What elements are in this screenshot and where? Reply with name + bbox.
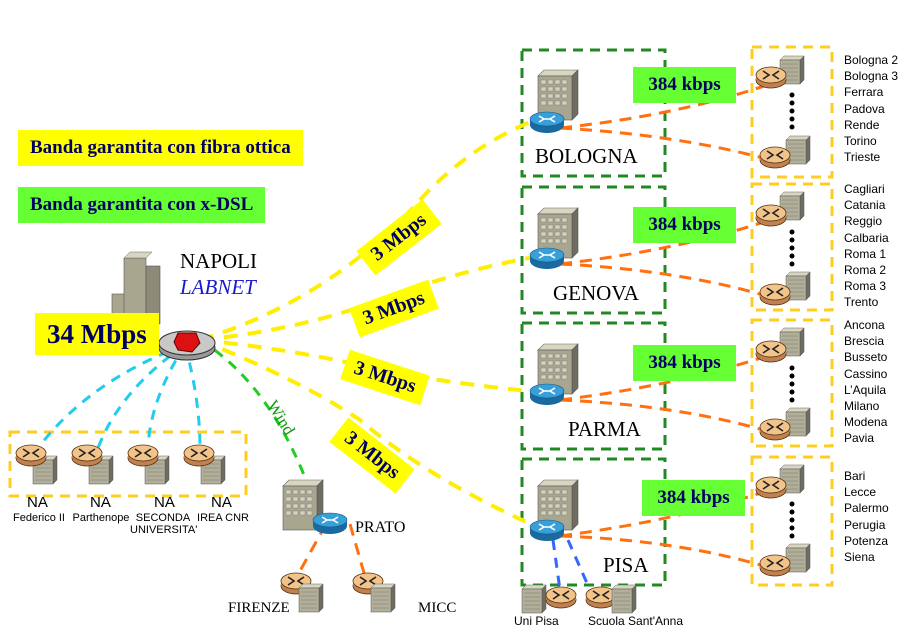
site-boxes (8, 45, 834, 587)
parma-box (520, 321, 667, 451)
napoli-site-prefix: NA (90, 494, 111, 511)
legend-dsl: Banda garantita con x-DSL (18, 187, 266, 223)
genova-sites-box (750, 182, 834, 312)
site-item: Brescia (844, 334, 885, 349)
genova-router-icon (529, 247, 565, 270)
site-item: Potenza (844, 533, 889, 548)
genova-label: GENOVA (553, 281, 639, 305)
prato-label: PRATO (355, 519, 406, 536)
parma-router-icon (529, 383, 565, 406)
napoli-site-prefix: NA (154, 494, 175, 511)
uni-pisa-label: Uni Pisa (514, 614, 559, 628)
site-item: Trento (844, 295, 879, 310)
site-item: Cagliari (844, 182, 885, 196)
site-item: Palermo (844, 501, 889, 516)
genova-box (520, 185, 667, 315)
legend-fiber: Banda garantita con fibra ottica (18, 130, 303, 166)
site-item: Modena (844, 415, 888, 430)
site-item: Catania (844, 198, 886, 213)
node-boxes (520, 48, 667, 587)
hub-bandwidth: 34 Mbps (35, 313, 159, 355)
labnet-label: LABNET (180, 275, 256, 299)
site-item: Padova (844, 101, 885, 116)
site-item: Calbaria (844, 230, 889, 245)
site-item: Busseto (844, 350, 888, 365)
firenze-label: FIRENZE (228, 600, 290, 616)
napoli-site-name: Parthenope (72, 512, 130, 524)
napoli-site-icons (15, 444, 226, 485)
site-item: Bari (844, 469, 866, 483)
bologna-label: BOLOGNA (535, 144, 638, 168)
pisa-lan-links (551, 539, 592, 591)
micc-label: MICC (418, 600, 457, 616)
site-item: Lecce (844, 485, 877, 500)
napoli-site-name: Federico II (13, 512, 65, 524)
pisa-box (520, 457, 667, 587)
site-item: Perugia (844, 517, 886, 532)
pisa-router-icon (529, 519, 565, 542)
pisa-sites-box (750, 455, 834, 587)
napoli-site-prefix: NA (211, 494, 232, 511)
sant-anna-label: Scuola Sant'Anna (588, 614, 684, 628)
bologna-bandwidth: 384 kbps (633, 67, 736, 103)
site-item: Rende (844, 117, 880, 132)
remote-site-icons (755, 55, 811, 577)
site-item: Roma 2 (844, 263, 887, 278)
prato-router-icon (312, 512, 348, 535)
ellipsis-dots (789, 92, 795, 539)
site-item: Siena (844, 550, 875, 565)
site-item: Roma 1 (844, 246, 887, 261)
site-item: Ferrara (844, 85, 884, 100)
link-napoli-genova (199, 254, 541, 342)
dsl-links (293, 82, 771, 581)
site-item: Bologna 2 (844, 53, 899, 67)
prato-site-icons (280, 572, 396, 613)
site-item: Trieste (844, 150, 881, 165)
napoli-site-name: SECONDA UNIVERSITA' (130, 512, 198, 536)
link-napoli-pisa (199, 338, 541, 530)
bologna-router-icon (529, 111, 565, 134)
site-item: Cassino (844, 366, 888, 381)
napoli-site-prefix: NA (27, 494, 48, 511)
parma-sites-box (750, 318, 834, 448)
bologna-sites-box (750, 45, 834, 179)
napoli-router-icon (158, 330, 216, 361)
parma-bandwidth: 384 kbps (633, 345, 736, 381)
site-item: Roma 3 (844, 279, 887, 294)
link-napoli-parma (199, 338, 541, 394)
napoli-label: NAPOLI (180, 249, 257, 273)
pisa-bandwidth: 384 kbps (642, 480, 745, 516)
site-item: Torino (844, 134, 877, 149)
site-item: Ancona (844, 318, 885, 332)
site-item: L’Aquila (844, 382, 887, 397)
napoli-site-name: IREA CNR (197, 512, 249, 524)
napoli-sites-box (8, 430, 248, 498)
pisa-label: PISA (603, 553, 649, 577)
parma-label: PARMA (568, 417, 641, 441)
site-item: Bologna 3 (844, 69, 899, 84)
pisa-site-icons (521, 584, 637, 614)
genova-bandwidth: 384 kbps (633, 207, 736, 243)
site-item: Pavia (844, 431, 875, 446)
site-item: Reggio (844, 214, 883, 229)
site-item: Milano (844, 399, 880, 414)
